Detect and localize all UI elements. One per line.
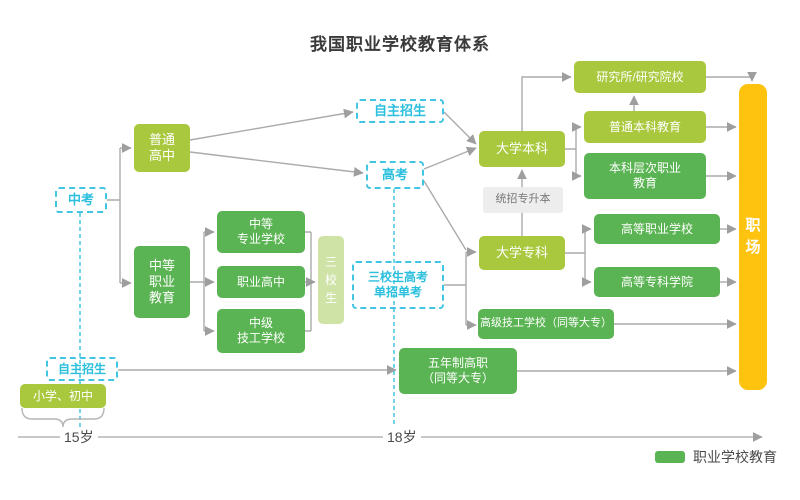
- timeline-age-15: 15岁: [60, 427, 98, 447]
- node-putong-gaozhong: 普通 高中: [134, 124, 190, 172]
- node-zizhu-zhaosheng-bottom: 自主招生: [46, 357, 118, 381]
- zhichang-label: 职场: [745, 216, 761, 257]
- node-zhichang: 职场: [739, 84, 767, 390]
- node-yanjiusuo: 研究所/研究院校: [574, 61, 706, 93]
- node-zhongji-jigong-xuexiao: 中级 技工学校: [217, 309, 305, 353]
- node-gaokao: 高考: [366, 161, 424, 189]
- timeline-age-18: 18岁: [383, 427, 421, 447]
- sanxiaosheng-label: 三校生: [325, 255, 338, 305]
- node-gaodeng-zhuanke-xueyuan: 高等专科学院: [594, 267, 720, 297]
- node-zhongdeng-zhuanye-xuexiao: 中等 专业学校: [217, 211, 305, 253]
- node-tongzhao-zhuanshengben: 统招专升本: [483, 187, 563, 213]
- node-zhongdeng-zhiye-jiaoyu: 中等 职业 教育: [134, 246, 190, 318]
- node-benke-cengci-zhiye-jiaoyu: 本科层次职业 教育: [584, 153, 706, 199]
- node-daxue-zhuanke: 大学专科: [479, 236, 565, 270]
- node-daxue-benke: 大学本科: [479, 131, 565, 167]
- node-gaodeng-zhiye-xuexiao: 高等职业学校: [594, 214, 720, 244]
- node-wunianzhi-gaozhi: 五年制高职 （同等大专）: [399, 348, 517, 394]
- legend: 职业学校教育: [655, 447, 777, 467]
- legend-label: 职业学校教育: [693, 449, 777, 465]
- node-zhongkao: 中考: [55, 187, 107, 213]
- node-putong-benke-jiaoyu: 普通本科教育: [584, 111, 706, 143]
- node-zhiye-gaozhong: 职业高中: [217, 266, 305, 298]
- node-sanxiaosheng: 三校生: [318, 236, 344, 324]
- node-gaoji-jigong-xuexiao: 高级技工学校（同等大专）: [478, 309, 614, 339]
- legend-green-swatch: [655, 451, 685, 463]
- node-zizhu-zhaosheng-top: 自主招生: [356, 99, 444, 123]
- node-xiaoxue-chuzhong: 小学、初中: [20, 384, 106, 408]
- node-sanxiaosheng-gaokao: 三校生高考 单招单考: [352, 261, 444, 309]
- diagram-title: 我国职业学校教育体系: [310, 35, 490, 54]
